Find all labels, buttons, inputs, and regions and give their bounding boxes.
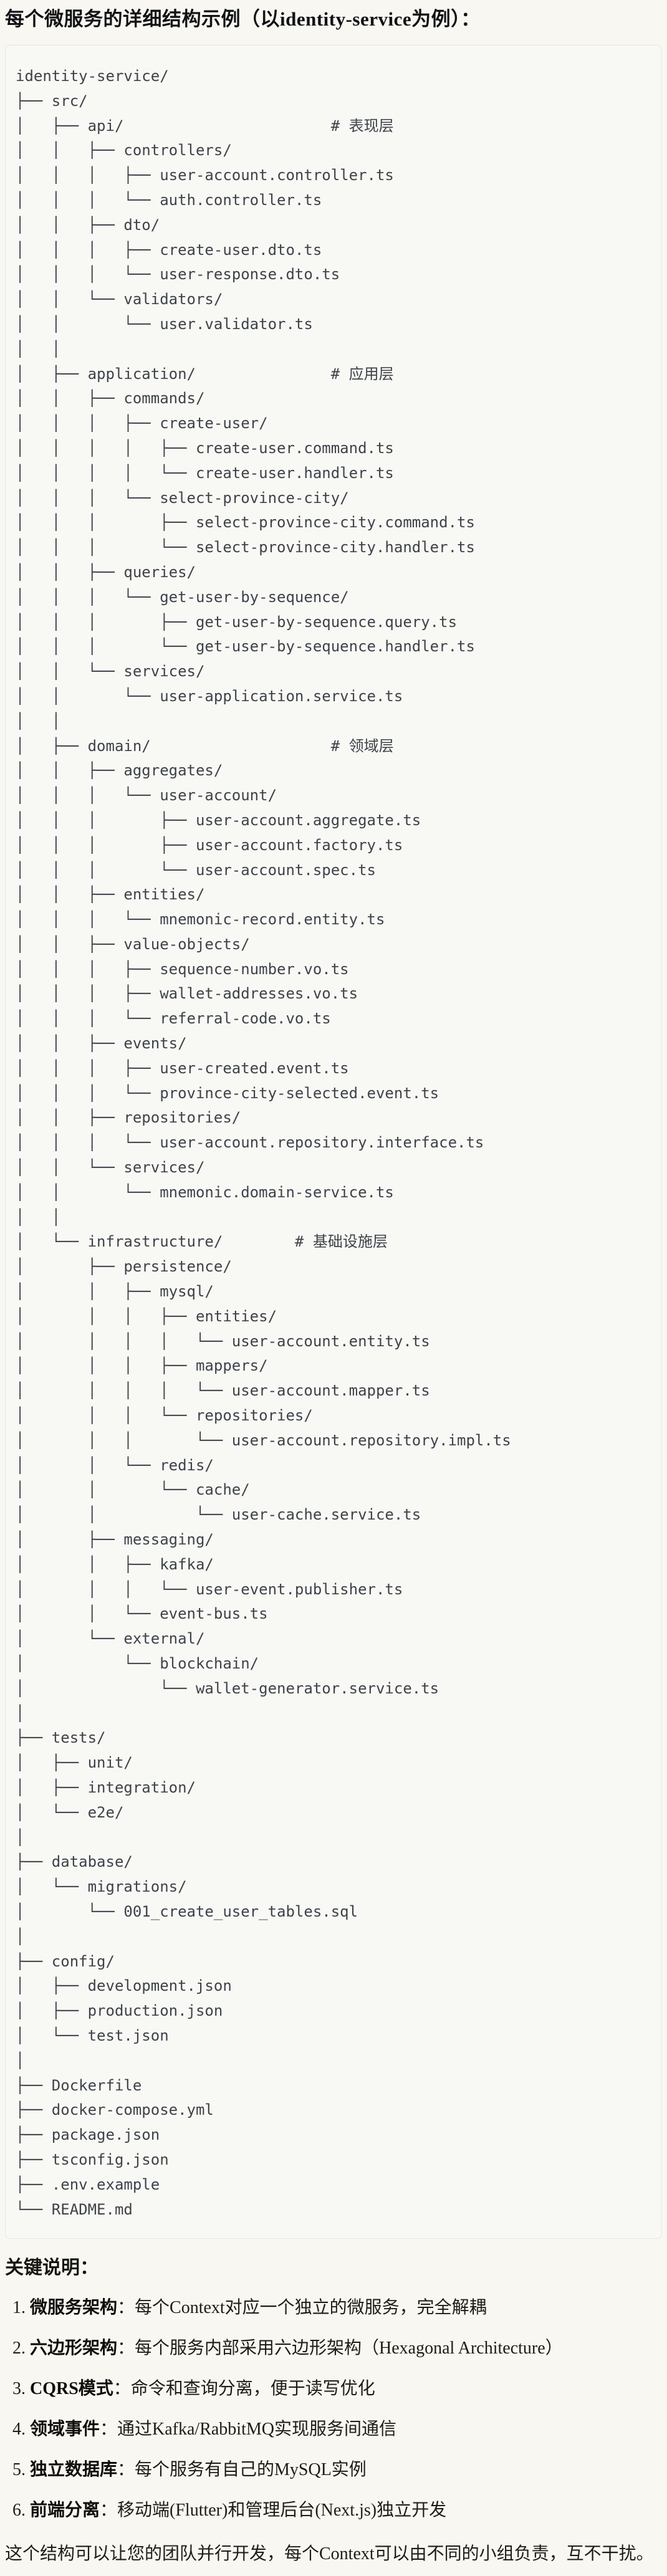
notes-list: 1.微服务架构：每个Context对应一个独立的微服务，完全解耦 2.六边形架构… [5, 2296, 662, 2522]
list-item: 2.六边形架构：每个服务内部采用六边形架构（Hexagonal Architec… [5, 2337, 662, 2360]
item-number: 1. [12, 2298, 26, 2318]
item-term: CQRS模式 [30, 2379, 113, 2399]
item-desc: ：命令和查询分离，便于读写优化 [113, 2379, 375, 2399]
list-item: 5.独立数据库：每个服务有自己的MySQL实例 [5, 2458, 662, 2482]
item-number: 3. [12, 2379, 26, 2399]
list-item: 3.CQRS模式：命令和查询分离，便于读写优化 [5, 2377, 662, 2401]
list-item: 4.领域事件：通过Kafka/RabbitMQ实现服务间通信 [5, 2418, 662, 2441]
item-term: 独立数据库 [30, 2460, 118, 2480]
item-term: 六边形架构 [30, 2339, 118, 2358]
item-desc: ：每个服务有自己的MySQL实例 [117, 2460, 367, 2480]
item-number: 2. [12, 2339, 26, 2358]
page-title: 每个微服务的详细结构示例（以identity-service为例）： [5, 8, 481, 30]
document-page: 每个微服务的详细结构示例（以identity-service为例）： ident… [0, 7, 667, 2566]
closing-paragraph: 这个结构可以让您的团队并行开发，每个Context可以由不同的小组负责，互不干扰… [5, 2544, 654, 2564]
item-term: 领域事件 [30, 2420, 100, 2440]
item-number: 4. [12, 2420, 26, 2440]
item-desc: ：移动端(Flutter)和管理后台(Next.js)独立开发 [100, 2501, 447, 2521]
item-number: 6. [12, 2501, 26, 2521]
item-desc: ：通过Kafka/RabbitMQ实现服务间通信 [100, 2420, 396, 2440]
list-item: 1.微服务架构：每个Context对应一个独立的微服务，完全解耦 [5, 2296, 662, 2320]
item-term: 微服务架构 [30, 2298, 118, 2318]
item-number: 5. [12, 2460, 26, 2480]
item-desc: ：每个Context对应一个独立的微服务，完全解耦 [117, 2298, 487, 2318]
code-block: identity-service/ ├── src/ │ ├── api/ # … [5, 45, 662, 2239]
notes-heading: 关键说明： [5, 2258, 98, 2279]
item-desc: ：每个服务内部采用六边形架构（Hexagonal Architecture） [117, 2339, 563, 2358]
directory-tree: identity-service/ ├── src/ │ ├── api/ # … [16, 67, 511, 2218]
item-term: 前端分离 [30, 2501, 100, 2521]
list-item: 6.前端分离：移动端(Flutter)和管理后台(Next.js)独立开发 [5, 2499, 662, 2522]
